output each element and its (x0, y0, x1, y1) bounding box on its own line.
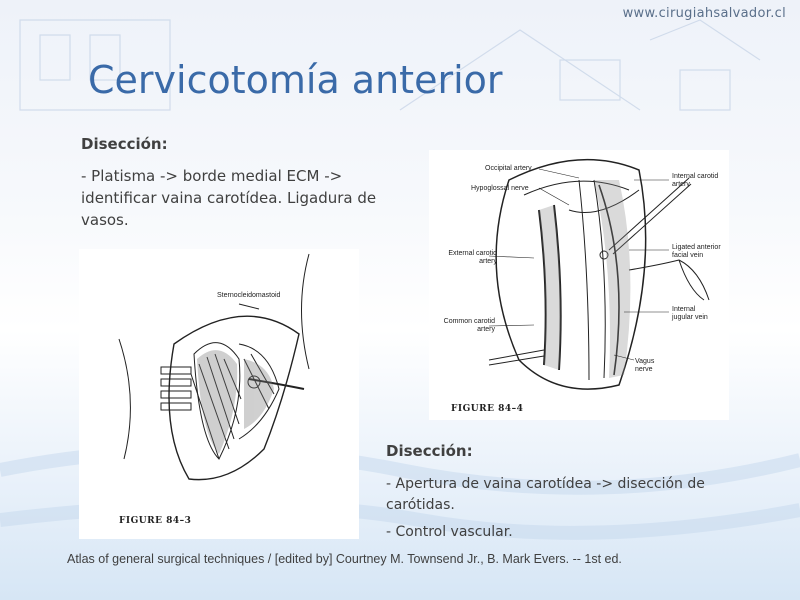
figure-84-3: Sternocleidomastoid FIGURE 84–3 (79, 249, 359, 539)
figure-84-4-caption: FIGURE 84–4 (451, 404, 524, 414)
label-ligated-anterior-facial-vein: Ligated anterior facial vein (672, 244, 721, 259)
label-hypoglossal-nerve: Hypoglossal nerve (471, 185, 529, 192)
section2-line2: - Control vascular. (386, 524, 513, 540)
label-external-carotid-artery: External carotid artery (448, 250, 497, 265)
label-occipital-artery: Occipital artery (485, 165, 532, 172)
section2-line1: - Apertura de vaina carotídea -> disecci… (386, 476, 705, 513)
figure-84-3-caption: FIGURE 84–3 (119, 516, 192, 526)
section1-heading: Disección: (81, 135, 168, 153)
figure-84-4: Occipital artery Hypoglossal nerve Exter… (429, 150, 729, 420)
label-internal-carotid-artery: Internal carotid artery (672, 173, 719, 188)
label-sternocleidomastoid: Sternocleidomastoid (217, 292, 281, 299)
slide-title: Cervicotomía anterior (88, 58, 503, 102)
label-internal-jugular-vein: Internal jugular vein (672, 306, 708, 321)
section1-text: - Platisma -> borde medial ECM -> identi… (81, 167, 377, 229)
carotid-dissection-illustration (488, 158, 710, 390)
section2-heading: Disección: (386, 442, 473, 460)
label-vagus-nerve: Vagus nerve (635, 358, 655, 373)
website-url: www.cirugiahsalvador.cl (622, 6, 786, 21)
neck-dissection-illustration (118, 253, 310, 481)
label-common-carotid-artery: Common carotid artery (443, 318, 495, 333)
citation: Atlas of general surgical techniques / [… (67, 552, 622, 566)
